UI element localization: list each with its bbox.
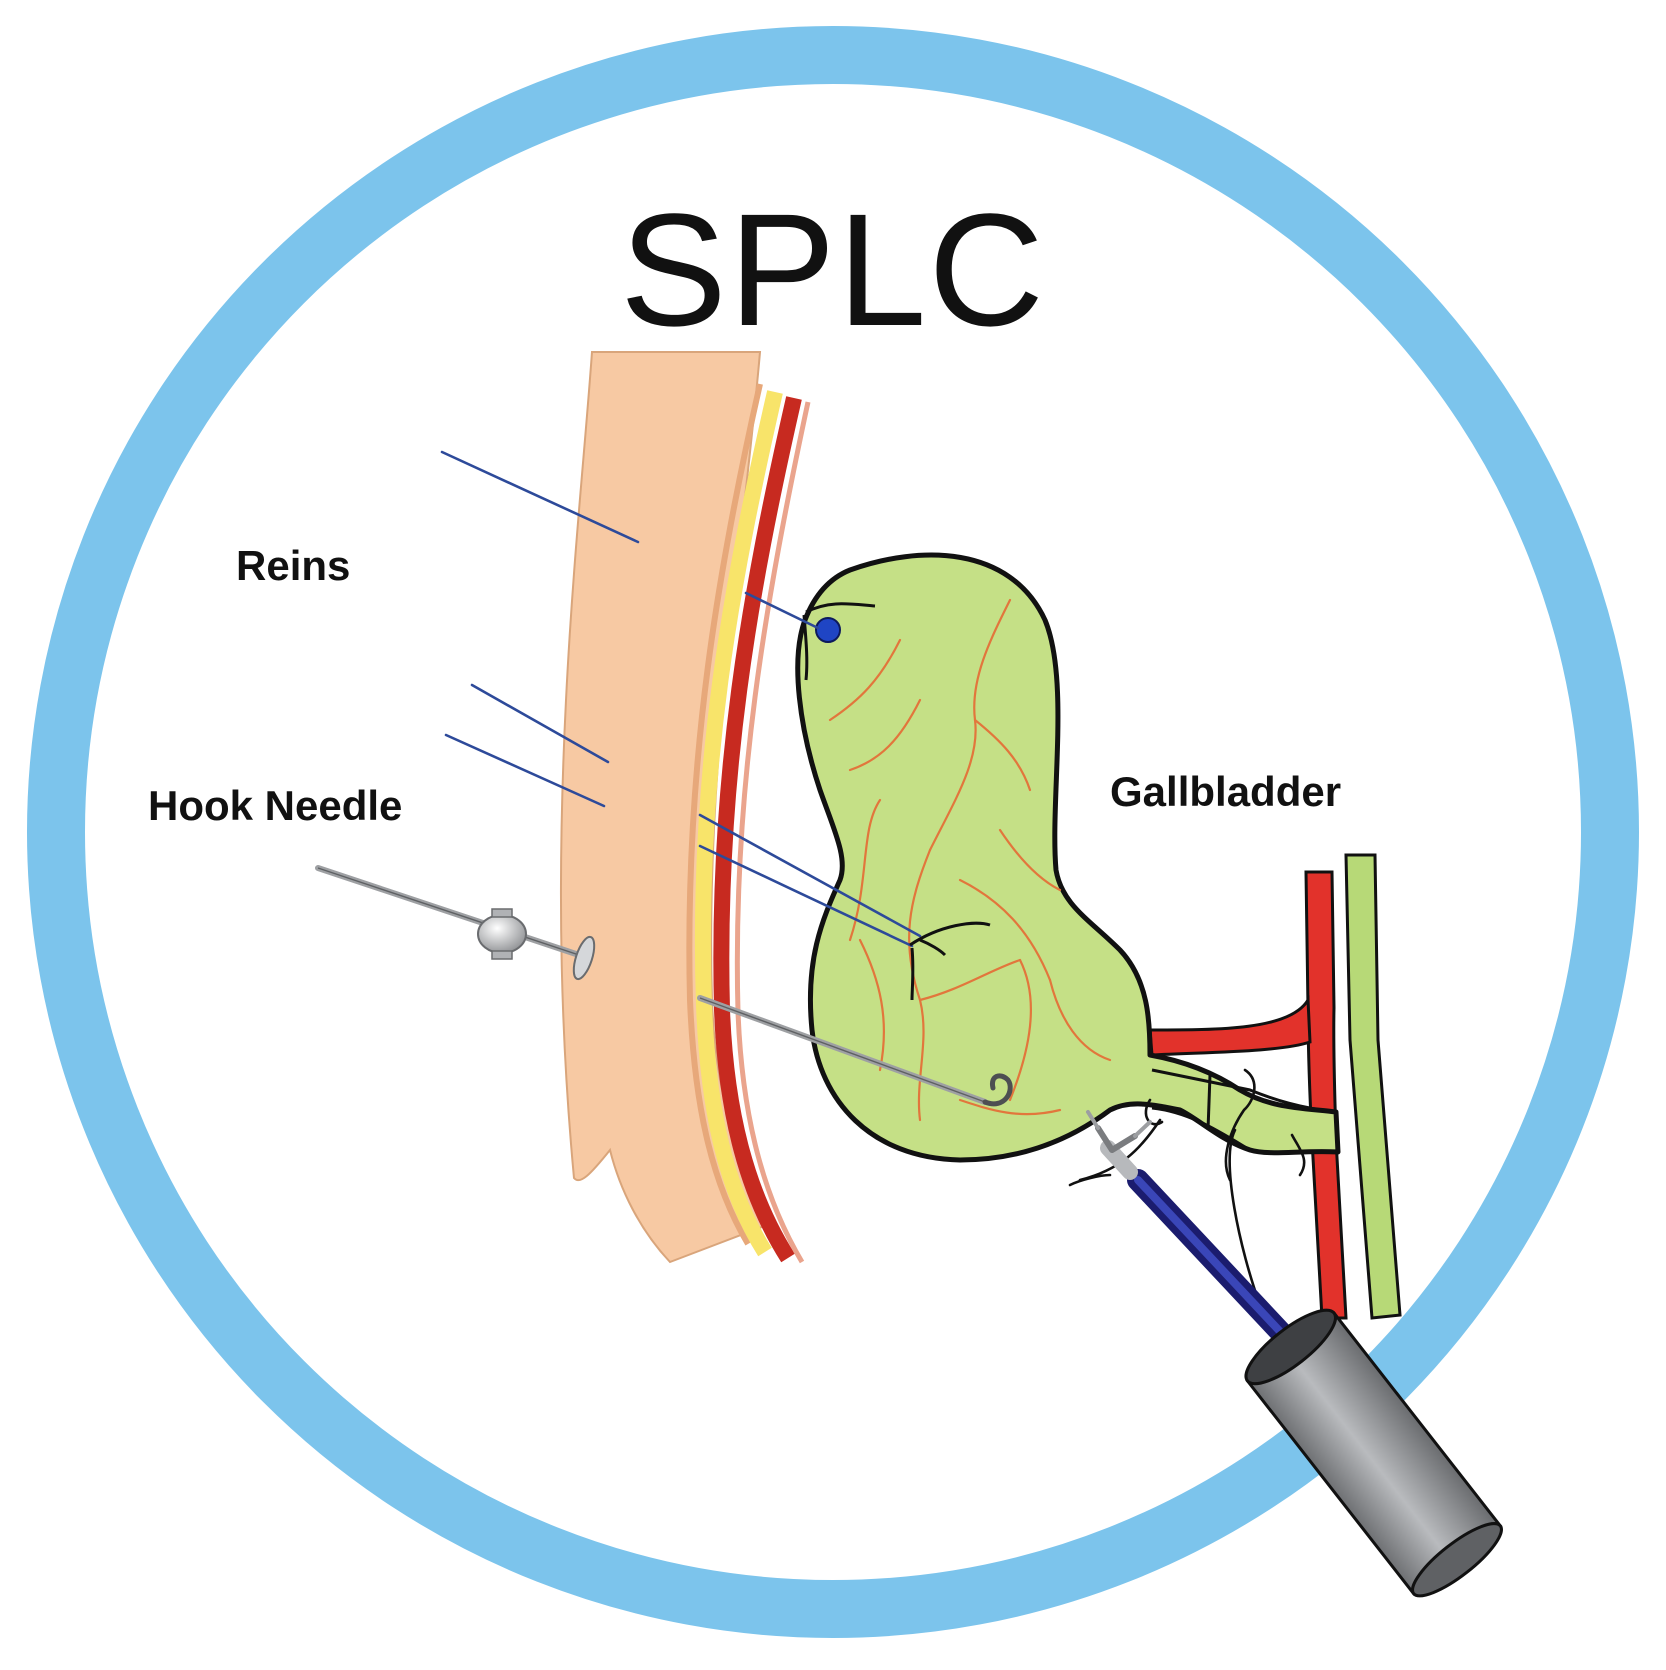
diagram-title: SPLC — [620, 180, 1046, 359]
cystic-duct — [1151, 1068, 1337, 1152]
trocar — [1244, 1308, 1503, 1598]
abdominal-wall-muscle — [713, 396, 802, 1263]
abdominal-wall-fascia — [734, 401, 811, 1264]
duct-ties — [1068, 1068, 1306, 1307]
label-gallbladder: Gallbladder — [1110, 768, 1342, 815]
cystic-artery — [1148, 994, 1312, 1057]
outer-ring — [27, 26, 1639, 1638]
abdominal-wall-fat — [694, 390, 783, 1257]
abdominal-wall-peritoneum — [686, 383, 763, 1246]
hook-needle — [315, 865, 1013, 1107]
grasping-forceps — [1086, 1110, 1299, 1351]
duct-constriction — [1206, 1074, 1212, 1131]
reins-sutures — [440, 450, 922, 948]
suture-knot — [815, 617, 841, 643]
vessel-green — [1344, 853, 1402, 1320]
mid-suture-ties — [909, 921, 991, 1001]
vessel-red — [1304, 870, 1348, 1320]
label-reins: Reins — [236, 542, 351, 589]
gallbladder-body — [795, 552, 1341, 1163]
label-hook-needle: Hook Needle — [148, 782, 403, 829]
